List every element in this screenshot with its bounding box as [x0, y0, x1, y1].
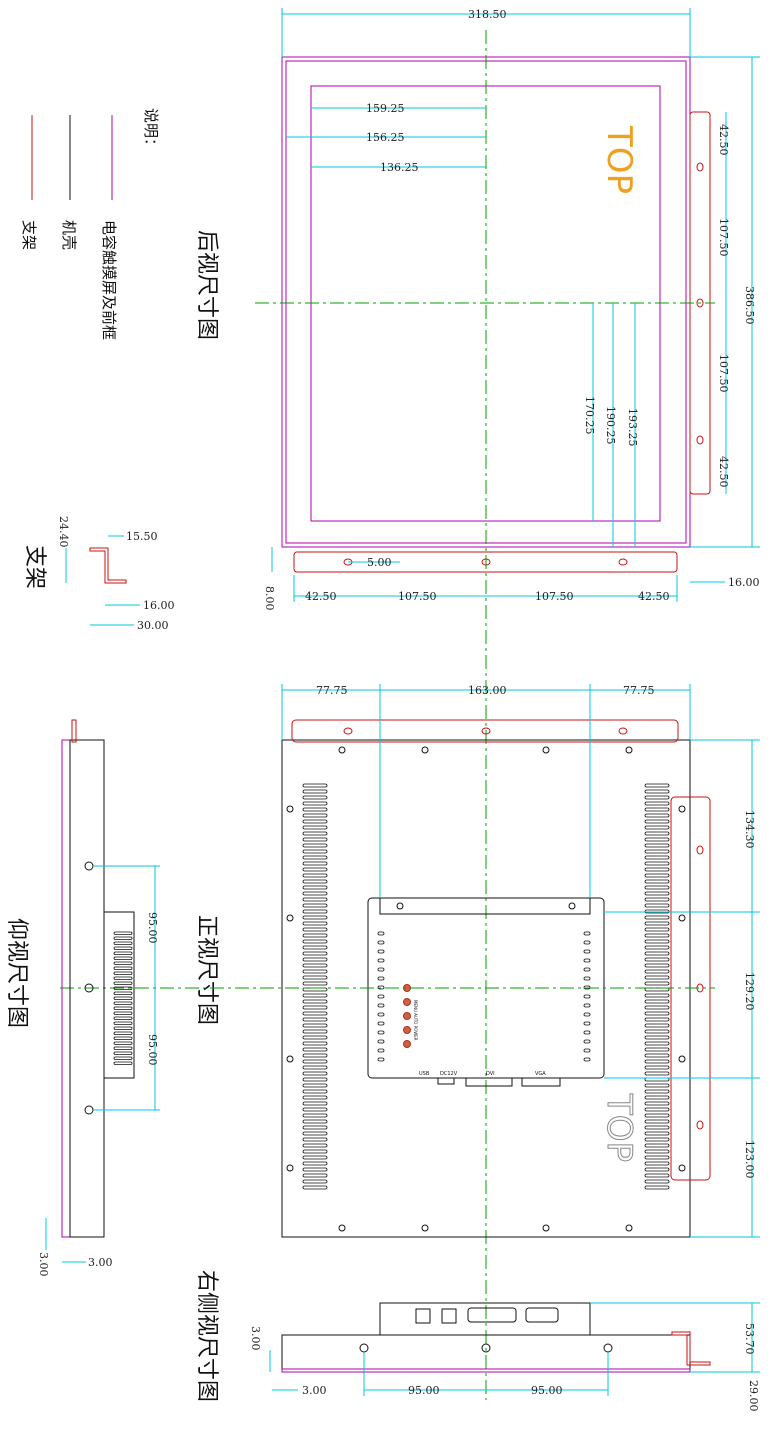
- dim-rear-w3: 136.25: [380, 161, 419, 174]
- bracket-hole: [696, 435, 704, 445]
- dim-front-t2: 163.00: [468, 684, 507, 697]
- dim-right-d: 95.00: [531, 1384, 563, 1397]
- dim-rear-gap: 5.00: [367, 556, 392, 569]
- dim-rear-h2: 190.25: [604, 406, 617, 445]
- legend: 说明： 电容触摸屏及前框 机壳 支架: [20, 108, 160, 340]
- right-bracket-tab: [671, 1331, 711, 1366]
- right-ports: [415, 1307, 559, 1324]
- dim-rear-w2: 156.25: [366, 131, 405, 144]
- bottom-screw: [84, 1105, 94, 1115]
- rear-view-title: 后视尺寸图: [194, 230, 219, 340]
- dim-front-v3: 123.00: [743, 1140, 756, 1179]
- bottom-board-block: [103, 911, 135, 1079]
- port-label-usb: USB: [419, 1071, 430, 1077]
- dim-bracket-b: 15.50: [126, 530, 158, 543]
- screw-column-right: [678, 805, 686, 1172]
- board-screw: [568, 902, 576, 910]
- dim-rear-b2: 107.50: [398, 590, 437, 603]
- dim-rear-h1: 170.25: [583, 396, 596, 435]
- right-view-title: 右侧视尺寸图: [194, 1270, 219, 1402]
- vent-slots-right: [644, 783, 670, 1190]
- front-top-bracket: [291, 719, 679, 743]
- dim-bracket-a: 24.40: [57, 516, 70, 548]
- dim-bottom-b: 95.00: [146, 1034, 159, 1066]
- dim-front-t1: 77.75: [316, 684, 348, 697]
- dim-rear-off: 8.00: [263, 586, 276, 611]
- dim-rear-r4: 42.50: [717, 456, 730, 488]
- board-buttons: [403, 984, 411, 1048]
- dim-rear-b4: 42.50: [638, 590, 670, 603]
- bottom-screw: [84, 983, 94, 993]
- legend-label-shell: 机壳: [60, 220, 78, 250]
- dim-front-v1: 134.30: [743, 810, 756, 849]
- bracket-title: 支架: [22, 545, 47, 589]
- right-screw: [481, 1343, 491, 1353]
- dim-rear-r2: 107.50: [717, 218, 730, 257]
- rear-bottom-bracket: [293, 551, 678, 573]
- dim-bottom-d: 3.00: [88, 1256, 113, 1269]
- port-label-vga: VGA: [535, 1071, 546, 1077]
- bracket-hole: [481, 727, 491, 735]
- right-touch-frame: [281, 1368, 691, 1373]
- board-top-rail: [379, 897, 591, 915]
- dim-right-f: 29.00: [747, 1380, 760, 1412]
- dim-rear-r1: 42.50: [717, 124, 730, 156]
- dim-rear-r3: 107.50: [717, 354, 730, 393]
- bracket-hole: [343, 727, 353, 735]
- front-view: 正视尺寸图: [60, 684, 760, 1238]
- legend-label-touch: 电容触摸屏及前框: [100, 220, 118, 340]
- bracket-profile: [89, 547, 127, 584]
- dim-rear-height: 386.50: [743, 286, 756, 325]
- bracket-hole: [696, 845, 704, 855]
- board-button-labels: MENU AUTO POWER: [413, 1000, 418, 1041]
- bracket-hole: [618, 727, 628, 735]
- bottom-vent-slots: [113, 931, 133, 1065]
- rear-top-mark: TOP: [599, 125, 639, 194]
- bracket-detail: 支架 24.40 15.50 16.00 30.00: [22, 516, 175, 632]
- front-top-mark: TOP: [599, 1093, 639, 1162]
- right-view: 右侧视尺寸图 95.00 95.00 3.00 3.00 53.70 29.00: [194, 1270, 760, 1412]
- legend-title: 说明：: [142, 108, 160, 153]
- dim-right-b: 3.00: [302, 1384, 327, 1397]
- board-screw: [396, 902, 404, 910]
- dim-front-t3: 77.75: [623, 684, 655, 697]
- right-screw: [359, 1343, 369, 1353]
- dim-rear-b3: 107.50: [535, 590, 574, 603]
- dim-right-a: 3.00: [249, 1326, 262, 1351]
- dim-right-e: 53.70: [743, 1323, 756, 1355]
- bottom-bracket-tab: [71, 719, 77, 743]
- dim-right-c: 95.00: [408, 1384, 440, 1397]
- bottom-view: 仰视尺寸图 95.00 95.00 3.00 3.00: [4, 719, 160, 1277]
- bracket-hole: [618, 558, 628, 566]
- dim-bottom-c: 3.00: [37, 1252, 50, 1277]
- right-screw: [603, 1343, 613, 1353]
- board-vent-slots: [377, 931, 591, 1062]
- port-label-dvi: DVI: [486, 1071, 495, 1077]
- bottom-view-title: 仰视尺寸图: [4, 918, 29, 1028]
- screw-row-top: [338, 746, 633, 754]
- dim-rear-width: 318.50: [468, 8, 507, 21]
- dim-bottom-a: 95.00: [146, 912, 159, 944]
- port-label-dc: DC12V: [440, 1071, 458, 1077]
- screw-column-left: [286, 805, 294, 1172]
- vent-slots-left: [302, 783, 328, 1190]
- board-ports: [437, 1077, 561, 1087]
- dim-rear-h3: 193.25: [626, 408, 639, 447]
- dim-rear-w1: 159.25: [366, 102, 405, 115]
- screw-row-bottom: [338, 1224, 633, 1232]
- bottom-screw: [84, 861, 94, 871]
- dim-front-v2: 129.20: [743, 972, 756, 1011]
- bracket-hole: [696, 1120, 704, 1130]
- dim-bracket-d: 30.00: [137, 619, 169, 632]
- legend-label-bracket: 支架: [20, 220, 38, 250]
- rear-view: 后视尺寸图 TOP 318.50 159.25 156.25 136.25: [194, 8, 760, 1400]
- bracket-hole: [696, 298, 704, 308]
- dim-rear-side: 16.00: [728, 576, 760, 589]
- dim-bracket-c: 16.00: [143, 599, 175, 612]
- bracket-hole: [696, 162, 704, 172]
- front-view-title: 正视尺寸图: [194, 915, 219, 1025]
- dim-rear-b1: 42.50: [305, 590, 337, 603]
